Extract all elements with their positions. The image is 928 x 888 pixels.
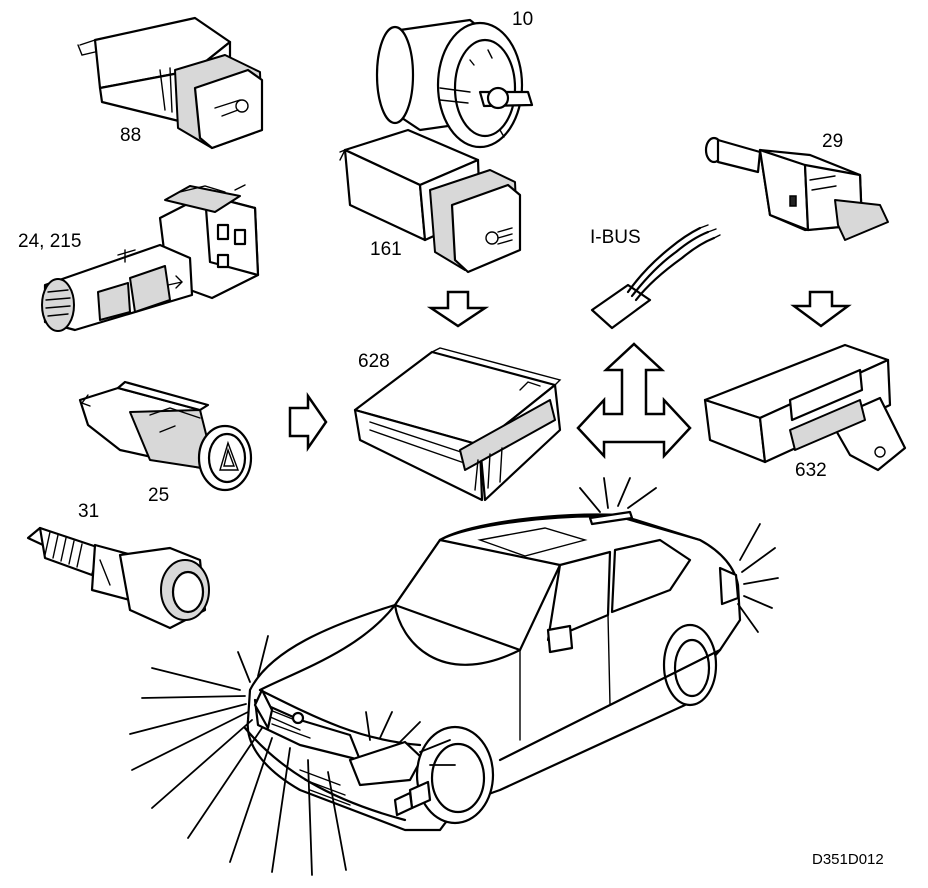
light-switch-illustration	[375, 18, 534, 149]
label-temp-sensor: 31	[78, 501, 100, 522]
label-fog-switch: 88	[120, 125, 142, 146]
rear-fog-switch-illustration	[339, 128, 522, 274]
arrow-down-29	[790, 290, 852, 328]
label-stalk-switch: 24, 215	[18, 231, 82, 252]
arrow-tri-directional	[576, 342, 692, 460]
drawing-code: D351D012	[812, 851, 884, 868]
brake-switch-illustration	[704, 136, 889, 241]
label-brake-switch: 29	[822, 131, 844, 152]
fog-light-switch-illustration	[77, 16, 264, 150]
hazard-switch-illustration	[78, 380, 253, 492]
label-control-unit-628: 628	[358, 351, 390, 372]
stalk-switch-illustration	[41, 184, 260, 332]
label-rear-fog-switch: 161	[370, 239, 402, 260]
label-control-unit-632: 632	[795, 460, 827, 481]
temperature-sensor-illustration	[26, 526, 210, 630]
label-ibus: I-BUS	[590, 227, 641, 248]
rear-light-rays	[579, 477, 779, 633]
car-illustration	[243, 510, 742, 832]
arrow-right-left-switches	[288, 391, 328, 453]
main-control-unit-illustration	[353, 347, 562, 502]
secondary-control-unit-illustration	[703, 343, 907, 472]
ibus-connector-illustration	[590, 224, 721, 330]
arrow-down-161	[426, 290, 490, 328]
label-light-switch: 10	[512, 9, 534, 30]
front-light-rays	[129, 635, 456, 876]
label-hazard-switch: 25	[148, 485, 170, 506]
